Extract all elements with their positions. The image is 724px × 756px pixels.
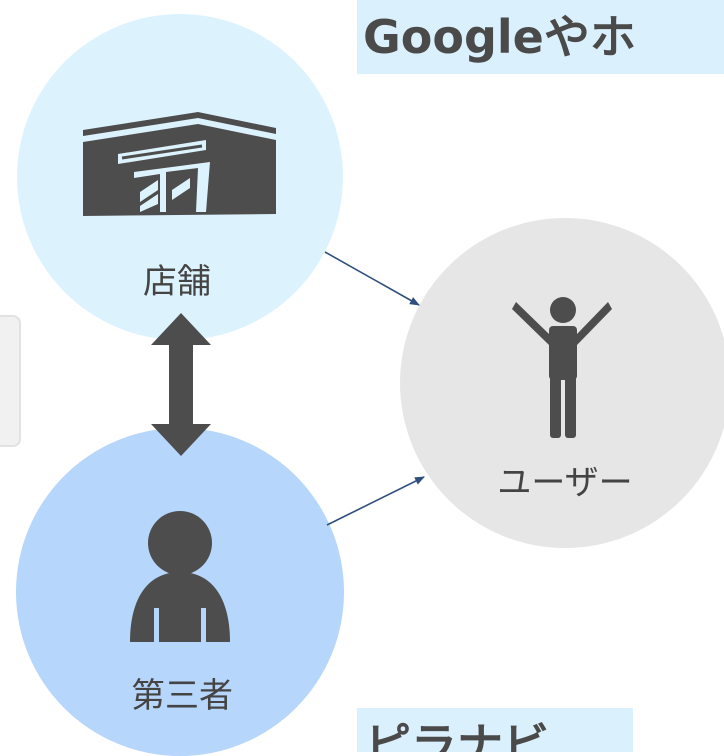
heading-bottom: ピラナビ bbox=[357, 708, 633, 752]
person-arms-raised-icon bbox=[512, 297, 612, 438]
user-label: ユーザー bbox=[497, 463, 633, 503]
user-node bbox=[400, 218, 724, 548]
store-building-icon bbox=[83, 112, 276, 216]
heading-top: Googleやホ bbox=[357, 0, 724, 74]
bidirectional-arrow-icon bbox=[151, 313, 211, 456]
side-panel bbox=[0, 315, 21, 447]
store-label: 店舗 bbox=[143, 262, 211, 302]
arrow-third-party-to-user bbox=[326, 476, 425, 526]
arrow-store-to-user bbox=[324, 251, 420, 306]
third-party-label: 第三者 bbox=[131, 676, 233, 716]
person-icon bbox=[130, 511, 230, 644]
